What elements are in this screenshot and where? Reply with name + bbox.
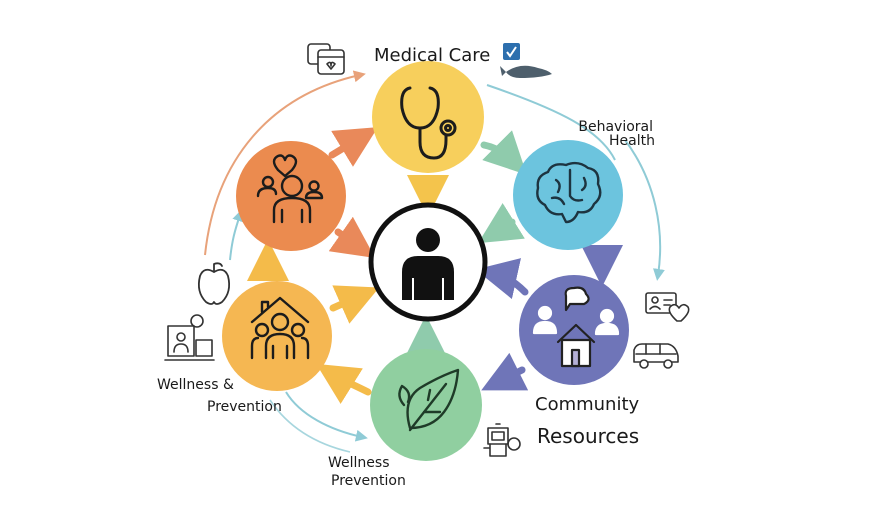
arrow-behavioral-to-patient bbox=[478, 203, 525, 244]
medical-care-label: Medical Care bbox=[374, 45, 490, 66]
kiosk-icon bbox=[483, 423, 521, 457]
family-house-icon bbox=[250, 296, 310, 360]
id-card-heart-icon bbox=[645, 292, 690, 322]
wellness-prevention-green-label-line1: Wellness bbox=[328, 455, 390, 471]
medical-care-circle[interactable] bbox=[372, 61, 484, 173]
outer-arc-teal-right bbox=[624, 139, 665, 281]
arrow-green-to-yellow bbox=[316, 363, 372, 404]
fish-icon bbox=[500, 65, 552, 78]
outer-arc-orange bbox=[204, 70, 366, 256]
support-group-icon bbox=[256, 154, 324, 224]
arrow-yellow-to-patient bbox=[329, 285, 380, 324]
arrow-community-to-patient bbox=[475, 258, 529, 300]
brain-icon bbox=[536, 161, 602, 224]
checkbox-icon bbox=[503, 43, 520, 60]
calendar-icon bbox=[307, 43, 345, 75]
outer-arc-bottom-2 bbox=[269, 399, 351, 453]
wellness-prevention-green-label-line2: Prevention bbox=[331, 473, 406, 489]
behavioral-health-label-line2: Health bbox=[609, 133, 655, 149]
arrow-medical-to-behavioral bbox=[480, 130, 527, 175]
community-resources-label-line2: Resources bbox=[537, 424, 639, 448]
outer-arc-teal-top bbox=[486, 84, 616, 161]
wellness-prevention-yellow-label-line1: Wellness & bbox=[157, 377, 234, 393]
van-icon bbox=[633, 343, 679, 369]
telehealth-icon bbox=[164, 314, 215, 361]
wellness-prevention-yellow-label-line2: Prevention bbox=[207, 399, 282, 415]
wellness-prevention-green-circle[interactable] bbox=[370, 349, 482, 461]
arrow-community-to-green bbox=[481, 352, 529, 391]
person-icon bbox=[402, 228, 454, 300]
wellness-prevention-yellow-circle[interactable] bbox=[222, 281, 332, 391]
arrow-orange-to-patient bbox=[328, 216, 376, 259]
apple-icon bbox=[197, 262, 231, 305]
community-resources-circle[interactable] bbox=[519, 275, 629, 385]
outer-arc-teal-left bbox=[229, 209, 244, 261]
behavioral-health-label-line1: Behavioral bbox=[578, 119, 653, 135]
community-resources-label-line1: Community bbox=[535, 394, 640, 415]
leaf-icon bbox=[398, 368, 460, 432]
behavioral-health-circle[interactable] bbox=[513, 140, 623, 250]
outer-arc-bottom-1 bbox=[285, 391, 368, 442]
arrow-orange-to-medical bbox=[328, 127, 378, 167]
community-house-icon bbox=[532, 286, 620, 368]
stethoscope-icon bbox=[400, 86, 457, 160]
